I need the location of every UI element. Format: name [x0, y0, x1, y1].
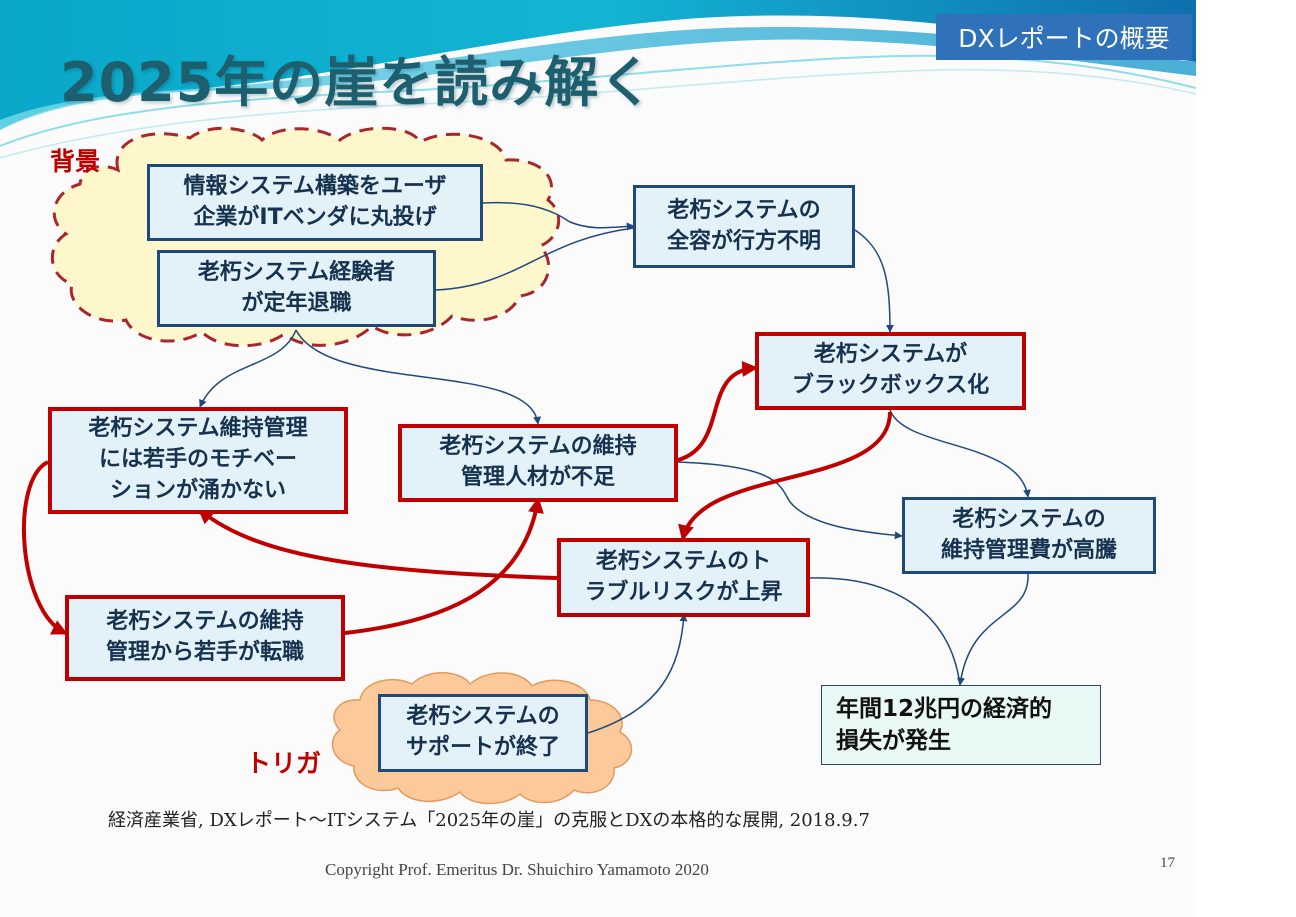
node-economic-loss: 年間12兆円の経済的 損失が発生	[821, 685, 1101, 765]
arrow-retire-to-unknown	[435, 227, 635, 291]
node-user-outsourcing: 情報システム構築をユーザ 企業がITベンダに丸投げ	[147, 164, 483, 241]
arrow-unknown-to-blackbox	[854, 229, 894, 333]
node-cost-soaring: 老朽システムの 維持管理費が高騰	[902, 497, 1156, 574]
slide-title: 2025年の崖を読み解く	[60, 51, 655, 114]
arrow-young-quit-to-shortage	[344, 496, 544, 635]
arrow-trouble-to-motivation	[197, 507, 558, 580]
arrow-support-to-trouble	[587, 613, 688, 734]
node-staff-shortage: 老朽システムの維持 管理人材が不足	[398, 424, 678, 502]
arrow-trouble-to-loss	[809, 577, 961, 686]
arrow-blackbox-to-cost	[889, 409, 1031, 498]
label-trigger: トリガ	[246, 749, 322, 778]
node-blackbox: 老朽システムが ブラックボックス化	[755, 332, 1026, 410]
arrow-motivation-to-young-quit	[22, 460, 68, 635]
arrow-shortage-to-blackbox	[677, 360, 759, 462]
arrow-retire-to-shortage	[295, 329, 542, 425]
node-no-motivation: 老朽システム維持管理 には若手のモチベー ションが涌かない	[48, 407, 348, 514]
page-number: 17	[1160, 855, 1175, 871]
slide: 2025年の崖を読み解く DXレポートの概要 背景 トリガ 情報システム構築をユ…	[0, 0, 1196, 879]
arrow-cost-to-loss	[956, 573, 1029, 686]
arrow-retire-to-motivation	[199, 329, 297, 408]
header-wave	[0, 0, 1196, 159]
arrow-outsourcing-to-unknown	[482, 201, 635, 231]
citation: 経済産業省, DXレポート～ITシステム「2025年の崖」の克服とDXの本格的な…	[108, 810, 870, 831]
label-background: 背景	[50, 147, 101, 176]
section-badge: DXレポートの概要	[936, 14, 1192, 60]
copyright: Copyright Prof. Emeritus Dr. Shuichiro Y…	[325, 860, 709, 879]
arrow-blackbox-to-trouble	[678, 411, 892, 542]
node-unknown-scope: 老朽システムの 全容が行方不明	[633, 185, 855, 268]
arrow-shortage-to-cost	[677, 461, 903, 540]
node-experts-retire: 老朽システム経験者 が定年退職	[157, 250, 436, 327]
node-young-quit: 老朽システムの維持 管理から若手が転職	[65, 595, 345, 681]
node-trouble-risk: 老朽システムのト ラブルリスクが上昇	[557, 538, 810, 617]
node-support-end: 老朽システムの サポートが終了	[378, 694, 588, 772]
